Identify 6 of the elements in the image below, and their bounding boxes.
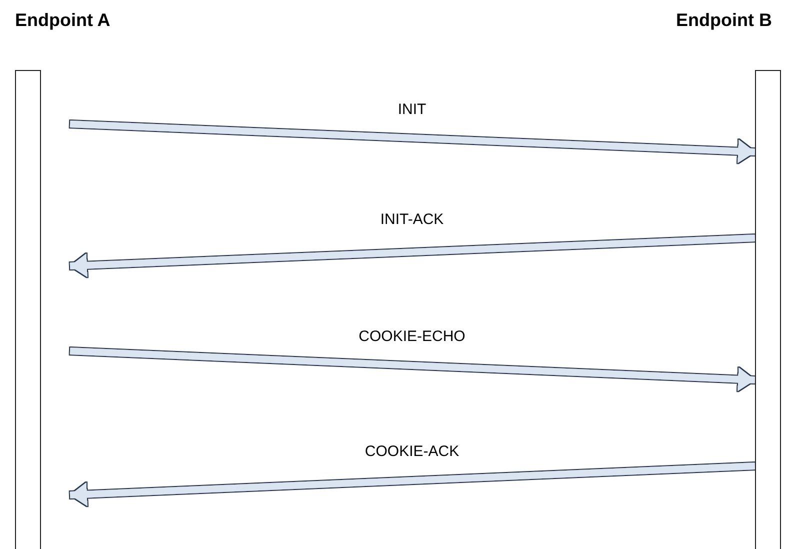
message-arrow: [70, 462, 756, 506]
message-arrow: [70, 120, 756, 164]
message-arrow: [70, 234, 756, 278]
endpoint-heading: Endpoint A: [15, 10, 110, 31]
endpoint-heading: Endpoint B: [676, 10, 772, 31]
message-arrow: [70, 348, 756, 392]
